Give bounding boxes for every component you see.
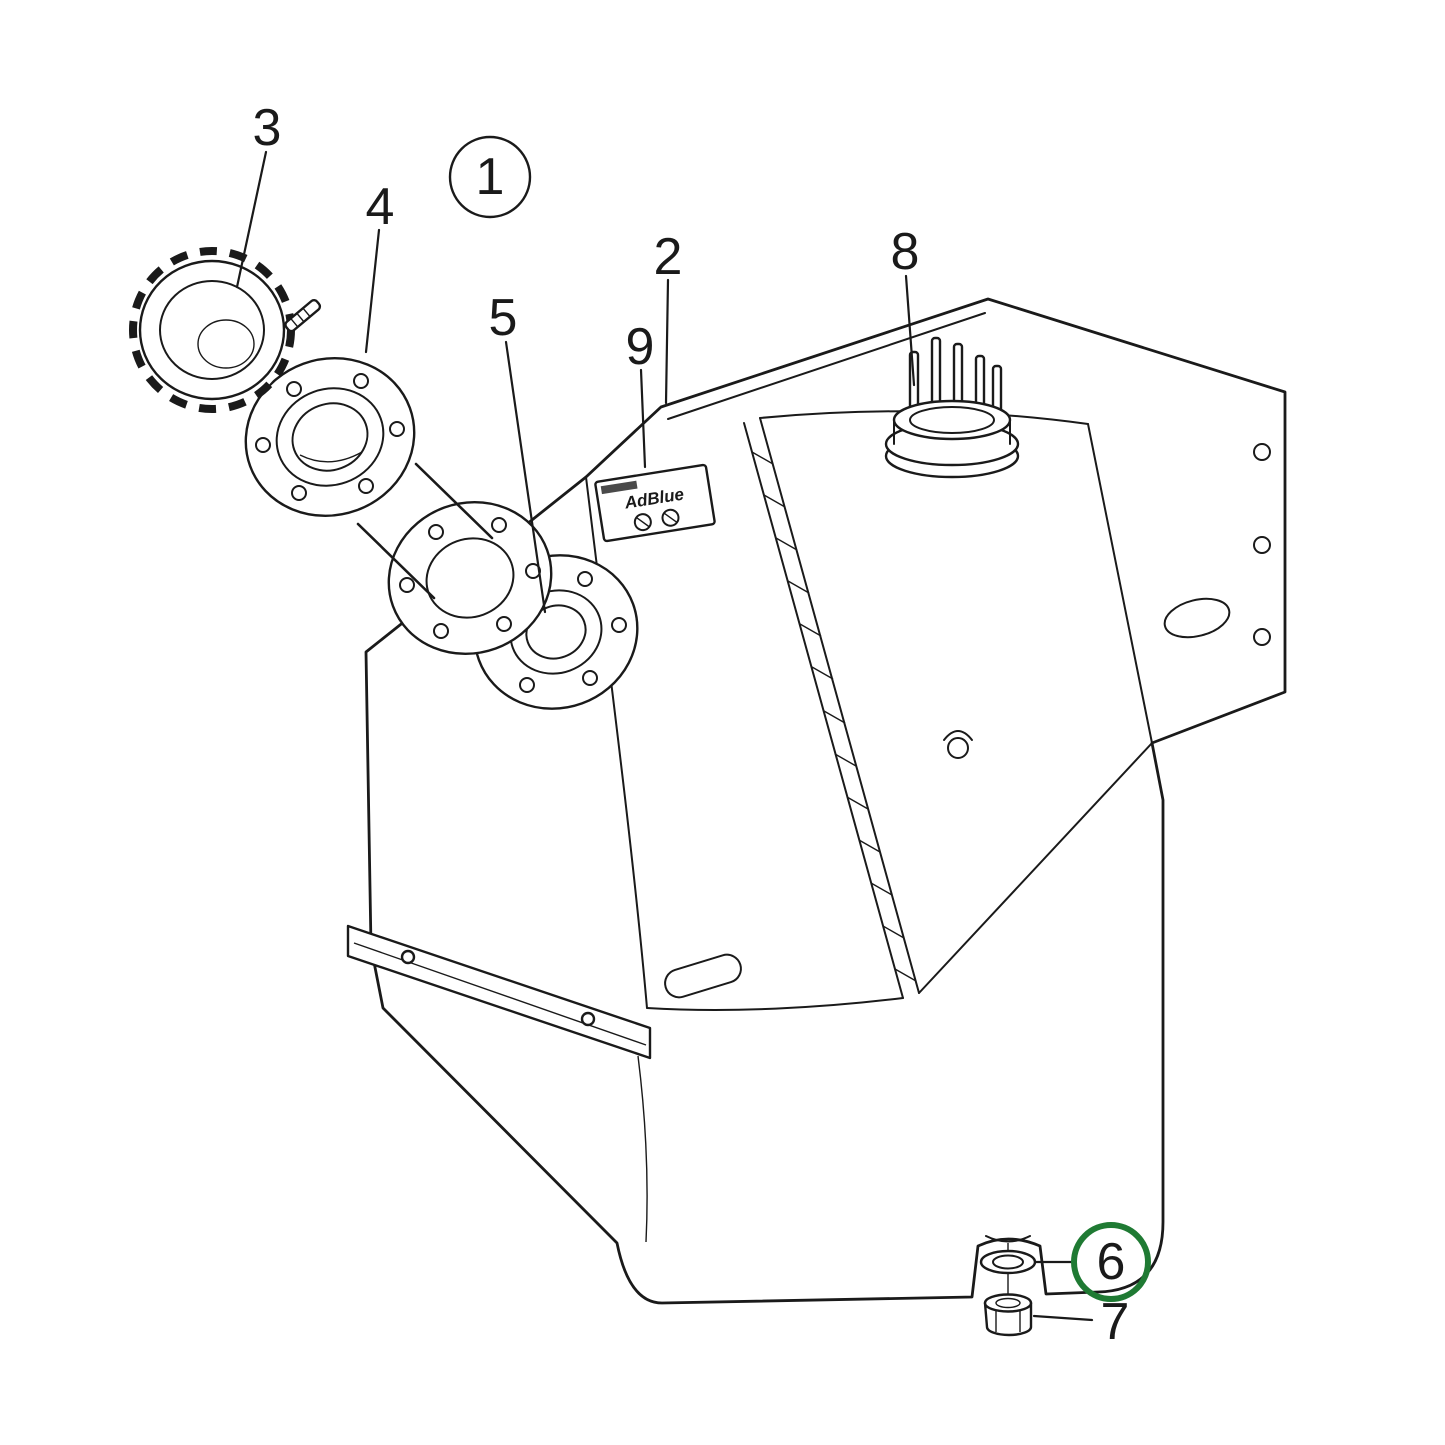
callout-1-circle <box>448 135 532 219</box>
plug-head-top <box>983 1293 1033 1313</box>
cap-inner-ring <box>159 280 265 380</box>
bracket-hole-2 <box>1253 536 1271 554</box>
tank-flange-bolt-hole <box>582 670 598 686</box>
callout-4-leader <box>364 228 381 354</box>
callout-5-number[interactable]: 5 <box>489 289 518 347</box>
callout-3[interactable]: 3 <box>235 99 282 289</box>
tank-right-face-bottom-edge <box>918 742 1153 994</box>
lower-box-contour-line <box>637 1055 648 1243</box>
label-pictogram-left-icon <box>633 513 652 532</box>
callout-2-number[interactable]: 2 <box>654 228 683 286</box>
callout-3-leader <box>235 150 268 289</box>
callout-4-number[interactable]: 4 <box>366 178 395 236</box>
neck-ring-bolt-hole <box>255 437 271 453</box>
callout-6-number[interactable]: 6 <box>1097 1233 1126 1291</box>
neck-flange-bolt-hole <box>491 517 507 533</box>
callout-5-leader <box>504 340 547 614</box>
tank-flange-bolt-hole <box>611 617 627 633</box>
bracket-hole-3 <box>1253 628 1271 646</box>
label-pictogram-right-slash <box>663 512 678 524</box>
adblue-label-bar <box>600 480 638 495</box>
vent-detail-arc <box>943 730 973 741</box>
neck-opening <box>291 402 369 472</box>
neck-tube-edge-upper <box>414 462 494 540</box>
callout-1[interactable]: 1 <box>448 135 532 219</box>
washer-outer <box>979 1249 1037 1275</box>
tank-flange-opening <box>525 604 587 660</box>
adblue-label: AdBlue <box>594 463 716 543</box>
washer-inner <box>992 1254 1024 1270</box>
neck-flange-bolt-hole <box>496 616 512 632</box>
callout-8[interactable]: 8 <box>891 223 920 387</box>
tank-top-back-inner-edge <box>667 312 986 420</box>
callout-6-highlight-circle <box>1071 1222 1151 1302</box>
tank-seam-line-a <box>743 422 904 999</box>
drain-plug <box>983 1293 1033 1337</box>
tank-flange-bolt-hole <box>519 677 535 693</box>
tank-upper-bottom-edge <box>646 997 904 1011</box>
tank-seam-hatching <box>751 451 917 982</box>
plug-head-inner <box>995 1297 1021 1309</box>
neck-flange-bolt-hole <box>428 524 444 540</box>
neck-tube-edge-lower <box>356 522 436 600</box>
drain-boss-arc <box>985 1235 1031 1243</box>
callout-3-number[interactable]: 3 <box>253 99 282 157</box>
neck-flange-bolt-hole <box>399 577 415 593</box>
neck-ring-bolt-hole <box>389 421 405 437</box>
callout-9-number[interactable]: 9 <box>626 318 655 376</box>
sender-body-top-inner <box>909 406 995 434</box>
callout-8-leader <box>904 274 916 387</box>
bracket-hole-1 <box>1253 443 1271 461</box>
filler-neck <box>244 356 553 656</box>
neck-lower-flange <box>387 500 553 656</box>
front-oval-slot <box>664 953 742 999</box>
callout-7[interactable]: 7 <box>1032 1293 1130 1351</box>
seal-washer <box>979 1243 1037 1294</box>
callout-9[interactable]: 9 <box>626 318 655 469</box>
callout-2-leader <box>664 278 670 405</box>
tank-body <box>346 297 1287 1305</box>
callout-5[interactable]: 5 <box>489 289 547 614</box>
tank-top-right-fold <box>1087 423 1153 744</box>
callout-7-number[interactable]: 7 <box>1101 1293 1130 1351</box>
cap-tether-pin <box>284 298 322 333</box>
callout-2[interactable]: 2 <box>654 228 683 405</box>
callout-9-leader <box>639 368 647 469</box>
callout-6[interactable]: 6 <box>1034 1222 1151 1302</box>
neck-inner-detail-arc <box>299 451 363 463</box>
tether-pin-threads <box>290 307 311 328</box>
callout-4[interactable]: 4 <box>364 178 395 354</box>
sender-unit <box>884 336 1020 479</box>
neck-flange-bolt-hole <box>433 623 449 639</box>
callout-8-number[interactable]: 8 <box>891 223 920 281</box>
callout-1-number[interactable]: 1 <box>476 148 505 206</box>
cap-grip-detail <box>197 319 255 369</box>
neck-ring-bolt-hole <box>353 373 369 389</box>
label-pictogram-left-slash <box>635 516 651 528</box>
strip-bolt-right <box>580 1011 596 1027</box>
tank-seam-line-b <box>759 417 920 994</box>
neck-top-ring-inner <box>275 387 385 487</box>
mounting-strip <box>346 924 652 1060</box>
neck-ring-bolt-hole <box>286 381 302 397</box>
tank-silhouette <box>364 297 1287 1305</box>
vent-detail-circle <box>947 737 969 759</box>
bracket-oval-slot <box>1163 597 1231 639</box>
filler-cap <box>129 247 322 413</box>
label-pictogram-right-icon <box>661 508 680 527</box>
tank-flange-bolt-hole <box>577 571 593 587</box>
neck-top-ring <box>244 356 416 518</box>
neck-ring-bolt-hole <box>291 485 307 501</box>
neck-ring-bolt-hole <box>358 478 374 494</box>
callout-7-leader <box>1032 1314 1094 1322</box>
strip-bolt-left <box>400 949 416 965</box>
